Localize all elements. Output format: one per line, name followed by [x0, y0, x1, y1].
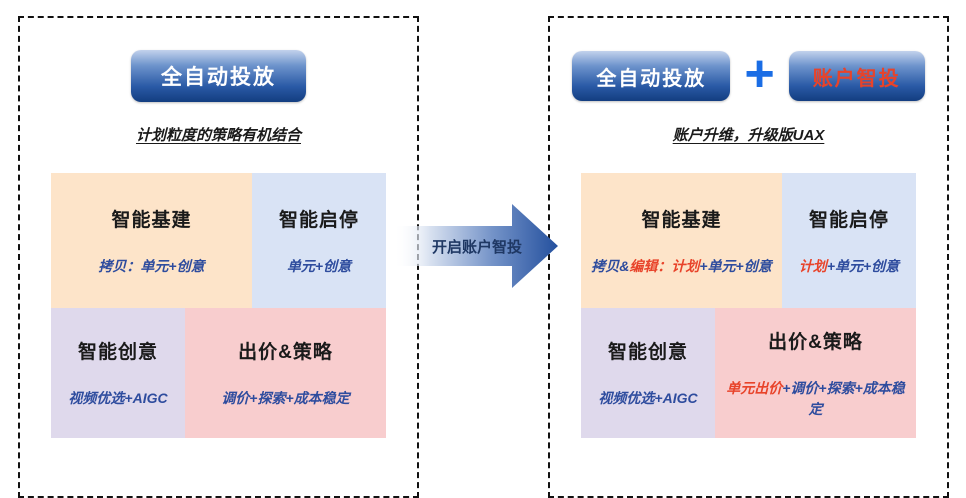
right-badge-full-auto: 全自动投放 [572, 51, 731, 101]
cell-desc: 视频优选+AIGC [598, 390, 698, 406]
left-cell-bid-strategy: 出价&策略 调价+探索+成本稳定 [185, 308, 386, 438]
arrow-label: 开启账户智投 [431, 238, 522, 256]
right-grid-bottom-row: 智能创意 视频优选+AIGC 出价&策略 单元出价+调价+探索+成本稳定 [581, 308, 916, 438]
cell-title: 智能基建 [641, 209, 722, 231]
cell-desc: 视频优选+AIGC [68, 390, 168, 406]
cell-desc: 单元出价+调价+探索+成本稳定 [726, 379, 905, 417]
cell-title: 出价&策略 [238, 342, 333, 363]
cell-title: 智能基建 [111, 209, 192, 231]
left-badge: 全自动投放 [131, 50, 306, 102]
cell-title: 智能创意 [607, 342, 688, 363]
arrow-shape-icon [394, 204, 558, 288]
right-badge-account-smart: 账户智投 [788, 51, 925, 101]
right-cell-smart-infrastructure: 智能基建 拷贝&编辑：计划+单元+创意 [581, 173, 782, 308]
transition-arrow: 开启账户智投 [394, 200, 558, 292]
right-grid-top-row: 智能基建 拷贝&编辑：计划+单元+创意 智能启停 计划+单元+创意 [581, 173, 916, 308]
left-quadrant-grid: 智能基建 拷贝：单元+创意 智能启停 单元+创意 智能创意 视频优选+AIGC … [51, 173, 386, 438]
cell-desc: 拷贝：单元+创意 [98, 257, 205, 274]
left-grid-bottom-row: 智能创意 视频优选+AIGC 出价&策略 调价+探索+成本稳定 [51, 308, 386, 438]
right-badges-row: 全自动投放 + 账户智投 [572, 45, 925, 103]
plus-icon: + [744, 45, 775, 103]
left-cell-smart-creative: 智能创意 视频优选+AIGC [51, 308, 185, 438]
right-subtitle: 账户升维，升级版UAX [672, 127, 825, 144]
left-badge-label: 全自动投放 [161, 66, 276, 89]
cell-desc: 调价+探索+成本稳定 [221, 390, 350, 406]
left-subtitle: 计划粒度的策略有机结合 [135, 127, 301, 144]
left-cell-smart-infrastructure: 智能基建 拷贝：单元+创意 [51, 173, 252, 308]
right-badge-full-auto-label: 全自动投放 [596, 67, 707, 90]
left-panel: 全自动投放 计划粒度的策略有机结合 智能基建 拷贝：单元+创意 智能启停 单元+… [18, 16, 419, 498]
cell-title: 智能启停 [808, 209, 889, 231]
cell-title: 出价&策略 [768, 331, 863, 353]
cell-title: 智能启停 [278, 209, 359, 231]
cell-desc: 拷贝&编辑：计划+单元+创意 [591, 257, 772, 274]
right-cell-smart-startstop: 智能启停 计划+单元+创意 [782, 173, 916, 308]
left-cell-smart-startstop: 智能启停 单元+创意 [252, 173, 386, 308]
cell-desc: 计划+单元+创意 [798, 257, 900, 274]
right-cell-bid-strategy: 出价&策略 单元出价+调价+探索+成本稳定 [715, 308, 916, 438]
right-cell-smart-creative: 智能创意 视频优选+AIGC [581, 308, 715, 438]
cell-title: 智能创意 [77, 342, 158, 363]
right-panel: 全自动投放 + 账户智投 账户升维，升级版UAX 智能基建 拷贝&编辑：计划+单… [548, 16, 949, 498]
cell-desc: 单元+创意 [286, 257, 352, 274]
left-grid-top-row: 智能基建 拷贝：单元+创意 智能启停 单元+创意 [51, 173, 386, 308]
right-quadrant-grid: 智能基建 拷贝&编辑：计划+单元+创意 智能启停 计划+单元+创意 智能创意 视… [581, 173, 916, 438]
right-badge-account-smart-label: 账户智投 [812, 67, 901, 90]
